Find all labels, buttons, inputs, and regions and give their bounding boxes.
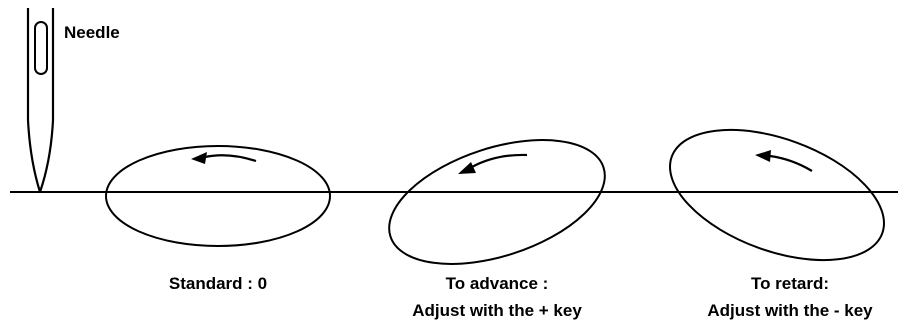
caption-retard-line-1: To retard: <box>751 274 829 293</box>
caption-standard-line-1: Standard : 0 <box>169 274 267 293</box>
caption-advance-line-2: Adjust with the + key <box>412 301 582 320</box>
needle-icon <box>26 8 55 194</box>
rotation-arrow-icon <box>204 154 257 163</box>
loop-ellipse <box>388 139 606 265</box>
loop-retard <box>669 128 885 262</box>
loop-ellipse <box>105 145 331 247</box>
caption-advance-line-1: To advance : <box>446 274 549 293</box>
loop-advance <box>388 139 606 265</box>
rotation-arrow-icon <box>769 154 813 172</box>
loop-standard <box>105 145 331 247</box>
loop-ellipse <box>669 128 885 262</box>
needle-label: Needle <box>64 23 120 42</box>
caption-retard-line-2: Adjust with the - key <box>707 301 873 320</box>
rotation-arrow-icon <box>471 153 528 168</box>
